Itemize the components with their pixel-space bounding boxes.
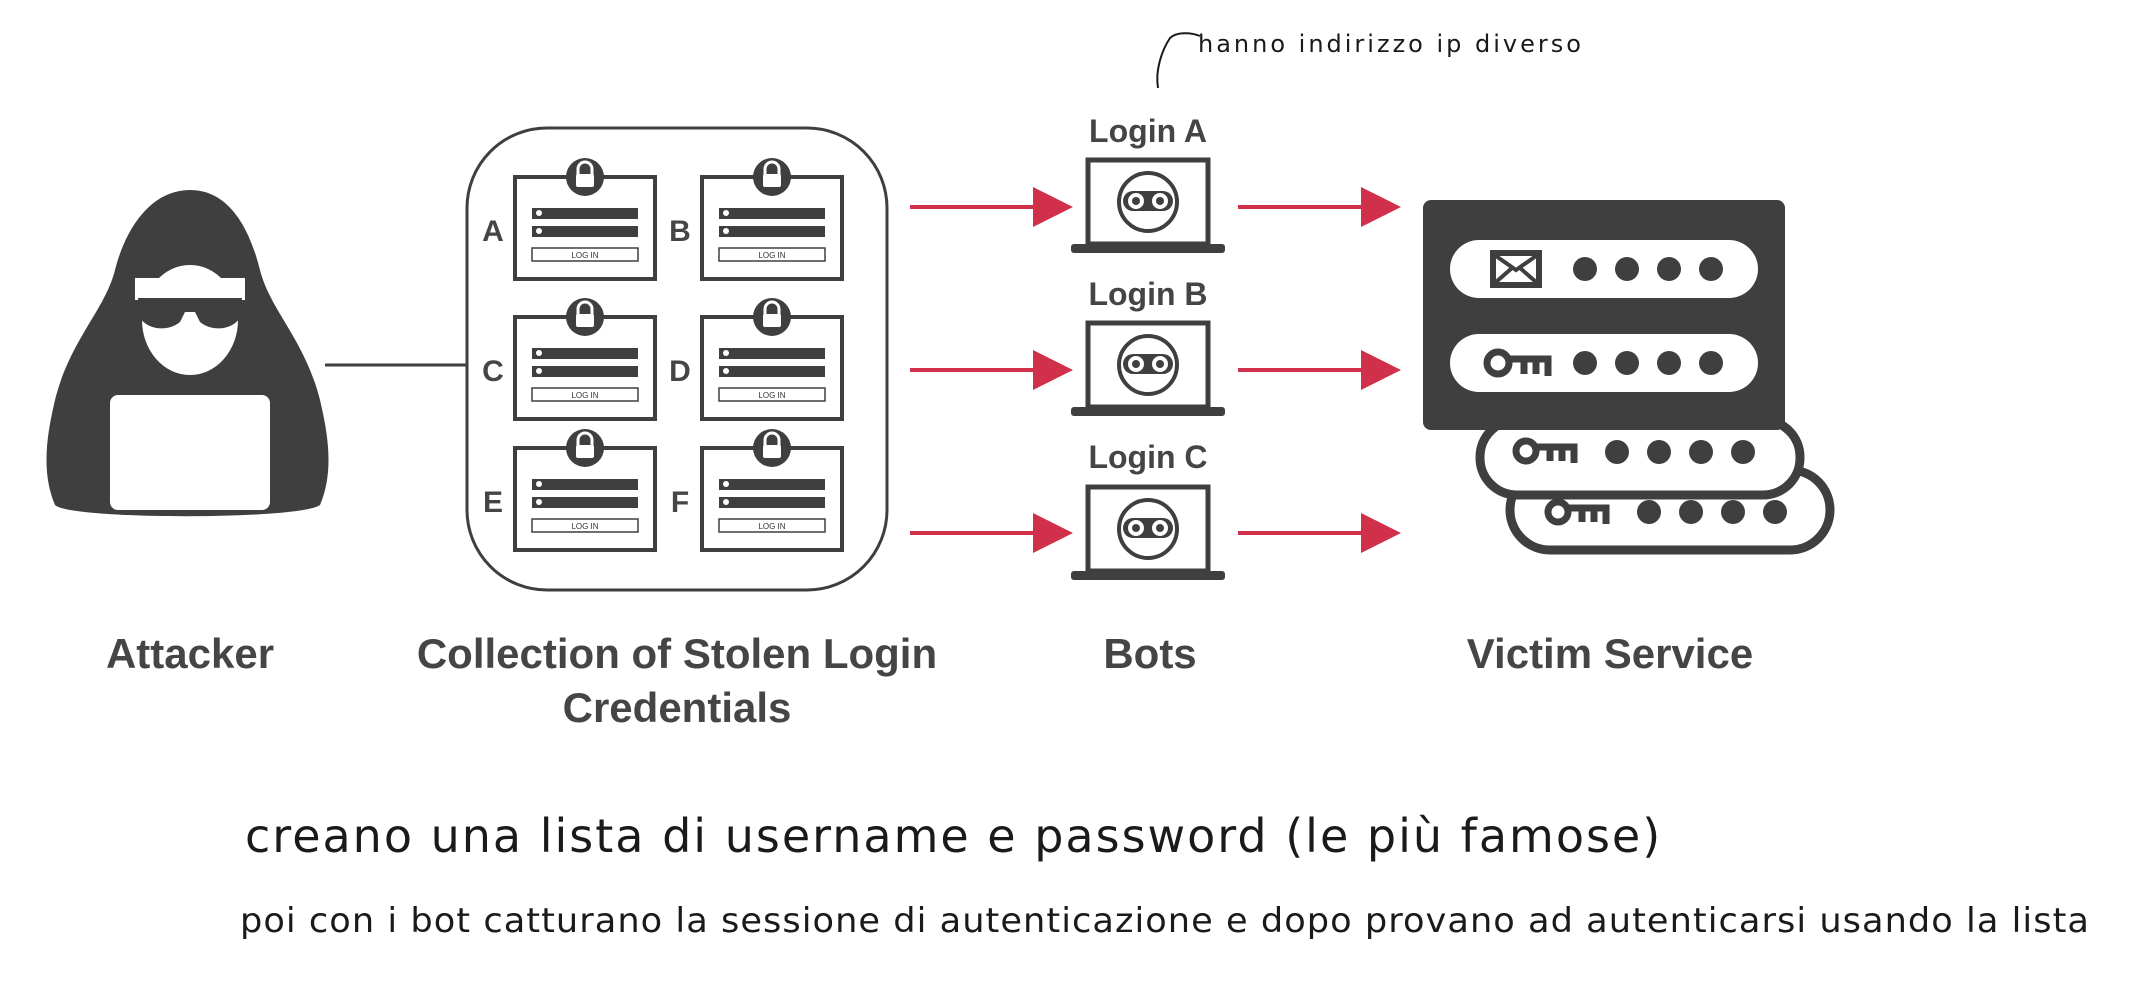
login-button xyxy=(531,247,639,262)
note-pointer xyxy=(1156,32,1201,89)
masked-dots xyxy=(1573,257,1787,524)
lock-icon xyxy=(753,298,791,336)
credential-card: LOG IN C xyxy=(482,298,657,421)
username-field xyxy=(532,479,638,490)
password-field xyxy=(719,497,825,508)
login-button-label: LOG IN xyxy=(571,251,598,260)
login-button xyxy=(531,387,639,402)
username-field xyxy=(719,348,825,359)
envelope-icon xyxy=(1490,250,1542,288)
password-field xyxy=(532,497,638,508)
credential-card: LOG IN B xyxy=(669,158,844,281)
login-button-label: LOG IN xyxy=(758,251,785,260)
note-line-2: poi con i bot catturano la sessione di a… xyxy=(240,901,2090,941)
credentials-container xyxy=(465,126,889,592)
bot-label: Login C xyxy=(1088,439,1207,475)
bot-laptop: Login C xyxy=(1071,439,1225,580)
lock-icon xyxy=(566,158,604,196)
collection-label-line2: Credentials xyxy=(563,684,792,731)
credential-card: LOG IN F xyxy=(671,429,844,552)
lock-icon xyxy=(753,158,791,196)
credential-letter: A xyxy=(482,215,504,248)
bots-label: Bots xyxy=(1103,630,1196,677)
login-button xyxy=(531,518,639,533)
username-field xyxy=(532,348,638,359)
note-top: hanno indirizzo ip diverso xyxy=(1198,30,1584,58)
credential-card: LOG IN D xyxy=(669,298,844,421)
note-line-1: creano una lista di username e password … xyxy=(245,809,1662,863)
password-field xyxy=(532,366,638,377)
robot-icon xyxy=(1117,171,1179,233)
robot-icon xyxy=(1117,334,1179,396)
lock-icon xyxy=(753,429,791,467)
login-button-label: LOG IN xyxy=(571,522,598,531)
victim-panel xyxy=(1423,200,1785,430)
credential-letter: E xyxy=(483,486,503,519)
login-button-label: LOG IN xyxy=(758,391,785,400)
lock-icon xyxy=(566,298,604,336)
login-button-label: LOG IN xyxy=(571,391,598,400)
key-icon xyxy=(1544,498,1610,526)
victim-label: Victim Service xyxy=(1467,630,1753,677)
key-icon xyxy=(1512,437,1578,465)
bot-label: Login B xyxy=(1088,276,1207,312)
username-field xyxy=(719,208,825,219)
login-button xyxy=(718,518,826,533)
username-field xyxy=(719,479,825,490)
attacker-icon xyxy=(46,190,329,517)
credential-letter: F xyxy=(671,486,689,519)
key-icon xyxy=(1483,348,1552,378)
login-button xyxy=(718,387,826,402)
credential-card: LOG IN A xyxy=(482,158,657,281)
collection-label-line1: Collection of Stolen Login xyxy=(417,630,937,677)
victim-password-row xyxy=(1450,334,1758,392)
username-field xyxy=(532,208,638,219)
login-button-label: LOG IN xyxy=(758,522,785,531)
bot-label: Login A xyxy=(1089,113,1207,149)
bot-laptop: Login B xyxy=(1071,276,1225,416)
password-field xyxy=(532,226,638,237)
credential-card: LOG IN E xyxy=(483,429,657,552)
password-field xyxy=(719,226,825,237)
credential-letter: B xyxy=(669,215,691,248)
robot-icon xyxy=(1117,498,1179,560)
credential-letter: C xyxy=(482,355,504,388)
attacker-label: Attacker xyxy=(106,630,274,677)
login-button xyxy=(718,247,826,262)
credential-letter: D xyxy=(669,355,691,388)
victim-service-icon xyxy=(1423,200,1835,555)
password-field xyxy=(719,366,825,377)
bot-laptop: Login A xyxy=(1071,113,1225,253)
lock-icon xyxy=(566,429,604,467)
